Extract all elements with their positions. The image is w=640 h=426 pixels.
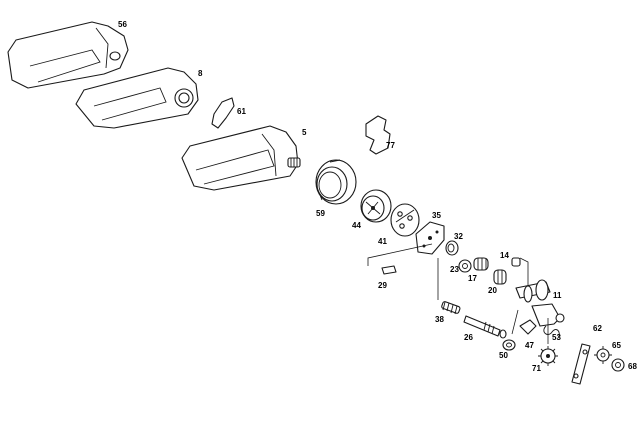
part-44-drum (360, 189, 392, 223)
callout-29: 29 (378, 281, 387, 290)
part-20-bushing (493, 269, 507, 285)
part-17-spring (473, 257, 489, 271)
callout-11: 11 (553, 291, 562, 300)
leader-lines (367, 243, 549, 344)
part-29-block (381, 265, 397, 275)
part-68-nut (611, 358, 625, 372)
callout-65: 65 (612, 341, 621, 350)
callout-59: 59 (316, 209, 325, 218)
part-41-plate (390, 203, 420, 237)
part-56-mirror-housing (7, 21, 129, 89)
part-26-rod (463, 315, 507, 339)
callout-77: 77 (386, 141, 395, 150)
callout-23: 23 (450, 265, 459, 274)
callout-47: 47 (525, 341, 534, 350)
callout-20: 20 (488, 286, 497, 295)
part-71-gear (538, 346, 558, 366)
callout-61: 61 (237, 107, 246, 116)
part-47-lever (519, 319, 537, 335)
callout-5: 5 (302, 128, 307, 137)
part-8-mirror-housing (75, 67, 199, 129)
callout-53: 53 (552, 333, 561, 342)
part-50-nut (502, 339, 516, 351)
part-38-screw (441, 301, 461, 315)
callout-68: 68 (628, 362, 637, 371)
callout-8: 8 (198, 69, 203, 78)
part-61-clip (211, 97, 235, 129)
callout-14: 14 (500, 251, 509, 260)
part-11-shaft (515, 279, 565, 327)
callout-41: 41 (378, 237, 387, 246)
callout-44: 44 (352, 221, 361, 230)
callout-71: 71 (532, 364, 541, 373)
part-32-ring (445, 240, 459, 256)
part-53-spring-clip (543, 325, 560, 339)
callout-50: 50 (499, 351, 508, 360)
part-5-mirror-housing (181, 125, 301, 191)
part-14-pin (511, 257, 521, 267)
part-59-ring (315, 159, 357, 205)
callout-26: 26 (464, 333, 473, 342)
part-23-washer (458, 259, 472, 273)
callout-35: 35 (432, 211, 441, 220)
part-62-link (571, 343, 591, 385)
part-77-bracket (365, 115, 391, 155)
callout-62: 62 (593, 324, 602, 333)
callout-56: 56 (118, 20, 127, 29)
callout-17: 17 (468, 274, 477, 283)
callout-32: 32 (454, 232, 463, 241)
callout-38: 38 (435, 315, 444, 324)
part-35-gear-plate (415, 221, 445, 255)
part-65-star-washer (594, 346, 612, 364)
